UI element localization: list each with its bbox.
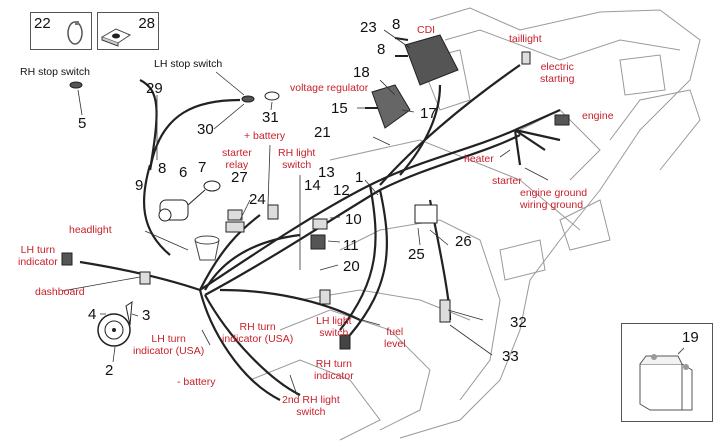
label-rh-turn-indicator: RH turn indicator bbox=[314, 358, 354, 382]
label-rh-stop-switch: RH stop switch bbox=[20, 66, 91, 78]
label-starter-relay-line2: relay bbox=[225, 159, 249, 172]
label-dashboard: dashboard bbox=[35, 286, 85, 298]
label-engine-ground: engine ground bbox=[520, 187, 588, 199]
part-number-12: 12 bbox=[333, 182, 350, 199]
part-number-3: 3 bbox=[142, 307, 151, 324]
label-cdi: CDI bbox=[417, 24, 436, 36]
part-number-1: 1 bbox=[355, 169, 364, 186]
label-fuel-level: fuel level bbox=[384, 326, 406, 350]
part-number-23: 23 bbox=[360, 19, 377, 36]
label-lh-light-switch-line1: LH light bbox=[316, 315, 352, 327]
label-headlight: headlight bbox=[69, 224, 112, 236]
label-lh-turn-indicator-usa: LH turn indicator (USA) bbox=[133, 333, 204, 357]
label-heater: heater bbox=[464, 153, 494, 165]
leader-lines bbox=[61, 29, 677, 396]
part-number-29: 29 bbox=[146, 80, 163, 97]
part-number-31: 31 bbox=[262, 109, 279, 126]
label-electric-starting-line1: electric bbox=[540, 61, 574, 73]
horn bbox=[97, 301, 133, 347]
part-number-28: 28 bbox=[138, 15, 155, 32]
label-voltage-regulator: voltage regulator bbox=[290, 82, 369, 94]
headlight-housing bbox=[194, 235, 220, 261]
label-lh-turn-indicator: LH turn indicator bbox=[18, 244, 58, 268]
part-number-15: 15 bbox=[331, 100, 348, 117]
part-number-11: 11 bbox=[343, 237, 359, 254]
chassis-frame bbox=[249, 7, 701, 441]
clip-nut-icon bbox=[100, 28, 132, 47]
connectors bbox=[61, 51, 570, 350]
label-rh-turn-indicator-usa: RH turn indicator (USA) bbox=[222, 321, 293, 345]
part-number-32: 32 bbox=[510, 314, 527, 331]
label-rh-turn-usa-line2: indicator (USA) bbox=[222, 333, 294, 346]
label-rh-turn-indicator-line2: indicator bbox=[314, 370, 354, 383]
label-starter-relay: starter relay bbox=[222, 147, 252, 171]
part-number-14: 14 bbox=[304, 177, 321, 194]
part-number-30: 30 bbox=[197, 121, 214, 138]
ignition-switch bbox=[158, 180, 221, 222]
part-number-26: 26 bbox=[455, 233, 472, 250]
part-number-9: 9 bbox=[135, 177, 144, 194]
label-lh-light-switch-line2: switch bbox=[319, 327, 349, 340]
stop-switches bbox=[69, 81, 280, 103]
label-2nd-rh-light-line1: 2nd RH light bbox=[282, 394, 340, 406]
label-electric-starting-line2: starting bbox=[540, 73, 575, 86]
part-number-5: 5 bbox=[78, 115, 87, 132]
battery-icon bbox=[639, 347, 693, 411]
hose-clamp-icon bbox=[67, 21, 83, 45]
part-number-13: 13 bbox=[318, 164, 335, 181]
part-number-8-mid: 8 bbox=[377, 41, 386, 58]
part-number-25: 25 bbox=[408, 246, 425, 263]
part-number-18: 18 bbox=[353, 64, 370, 81]
inset-box-hose-clamp: 22 bbox=[30, 12, 92, 50]
part-number-8-top: 8 bbox=[392, 16, 401, 33]
cdi-unit bbox=[394, 34, 459, 86]
part-number-21: 21 bbox=[314, 124, 331, 141]
label-wiring-ground: wiring ground bbox=[520, 199, 584, 211]
part-number-24: 24 bbox=[249, 191, 266, 208]
label-2nd-rh-light-line2: switch bbox=[296, 406, 326, 419]
part-number-19: 19 bbox=[682, 329, 699, 346]
inset-box-battery: 19 bbox=[621, 323, 713, 422]
label-starter: starter bbox=[492, 175, 522, 187]
label-fuel-level-line2: level bbox=[384, 338, 406, 351]
part-number-22: 22 bbox=[34, 15, 51, 32]
part-number-4: 4 bbox=[88, 306, 97, 323]
label-lh-turn-usa-line1: LH turn bbox=[151, 333, 186, 345]
label-rh-turn-usa-line1: RH turn bbox=[239, 321, 276, 333]
voltage-regulator-unit bbox=[365, 84, 411, 129]
inset-box-clip-nut: 28 bbox=[97, 12, 159, 50]
label-electric-starting: electric starting bbox=[540, 61, 574, 85]
label-rh-light-switch: RH light switch bbox=[278, 147, 315, 171]
label-2nd-rh-light-switch: 2nd RH light switch bbox=[282, 394, 340, 418]
label-rh-light-switch-line2: switch bbox=[282, 159, 312, 172]
label-lh-turn-indicator-line2: indicator bbox=[18, 256, 58, 269]
part-number-10: 10 bbox=[345, 211, 362, 228]
part-number-33: 33 bbox=[502, 348, 519, 365]
label-lh-turn-usa-line2: indicator (USA) bbox=[133, 345, 205, 358]
part-number-2: 2 bbox=[105, 362, 114, 379]
part-number-8-switch: 8 bbox=[158, 160, 167, 177]
part-number-17: 17 bbox=[420, 105, 437, 122]
label-engine: engine bbox=[582, 110, 614, 122]
label-plus-battery: + battery bbox=[244, 130, 286, 142]
label-taillight: taillight bbox=[509, 33, 542, 45]
label-lh-stop-switch: LH stop switch bbox=[154, 58, 223, 70]
label-lh-turn-indicator-line1: LH turn bbox=[20, 244, 56, 256]
label-minus-battery: - battery bbox=[177, 376, 216, 388]
label-rh-light-switch-line1: RH light bbox=[278, 147, 316, 159]
label-fuel-level-line1: fuel bbox=[386, 326, 404, 338]
label-lh-light-switch: LH light switch bbox=[316, 315, 352, 339]
label-rh-turn-indicator-line1: RH turn bbox=[315, 358, 352, 370]
part-number-7: 7 bbox=[198, 159, 207, 176]
part-number-27: 27 bbox=[231, 169, 248, 186]
part-number-6: 6 bbox=[179, 164, 188, 181]
label-starter-relay-line1: starter bbox=[222, 147, 252, 159]
part-number-20: 20 bbox=[343, 258, 360, 275]
